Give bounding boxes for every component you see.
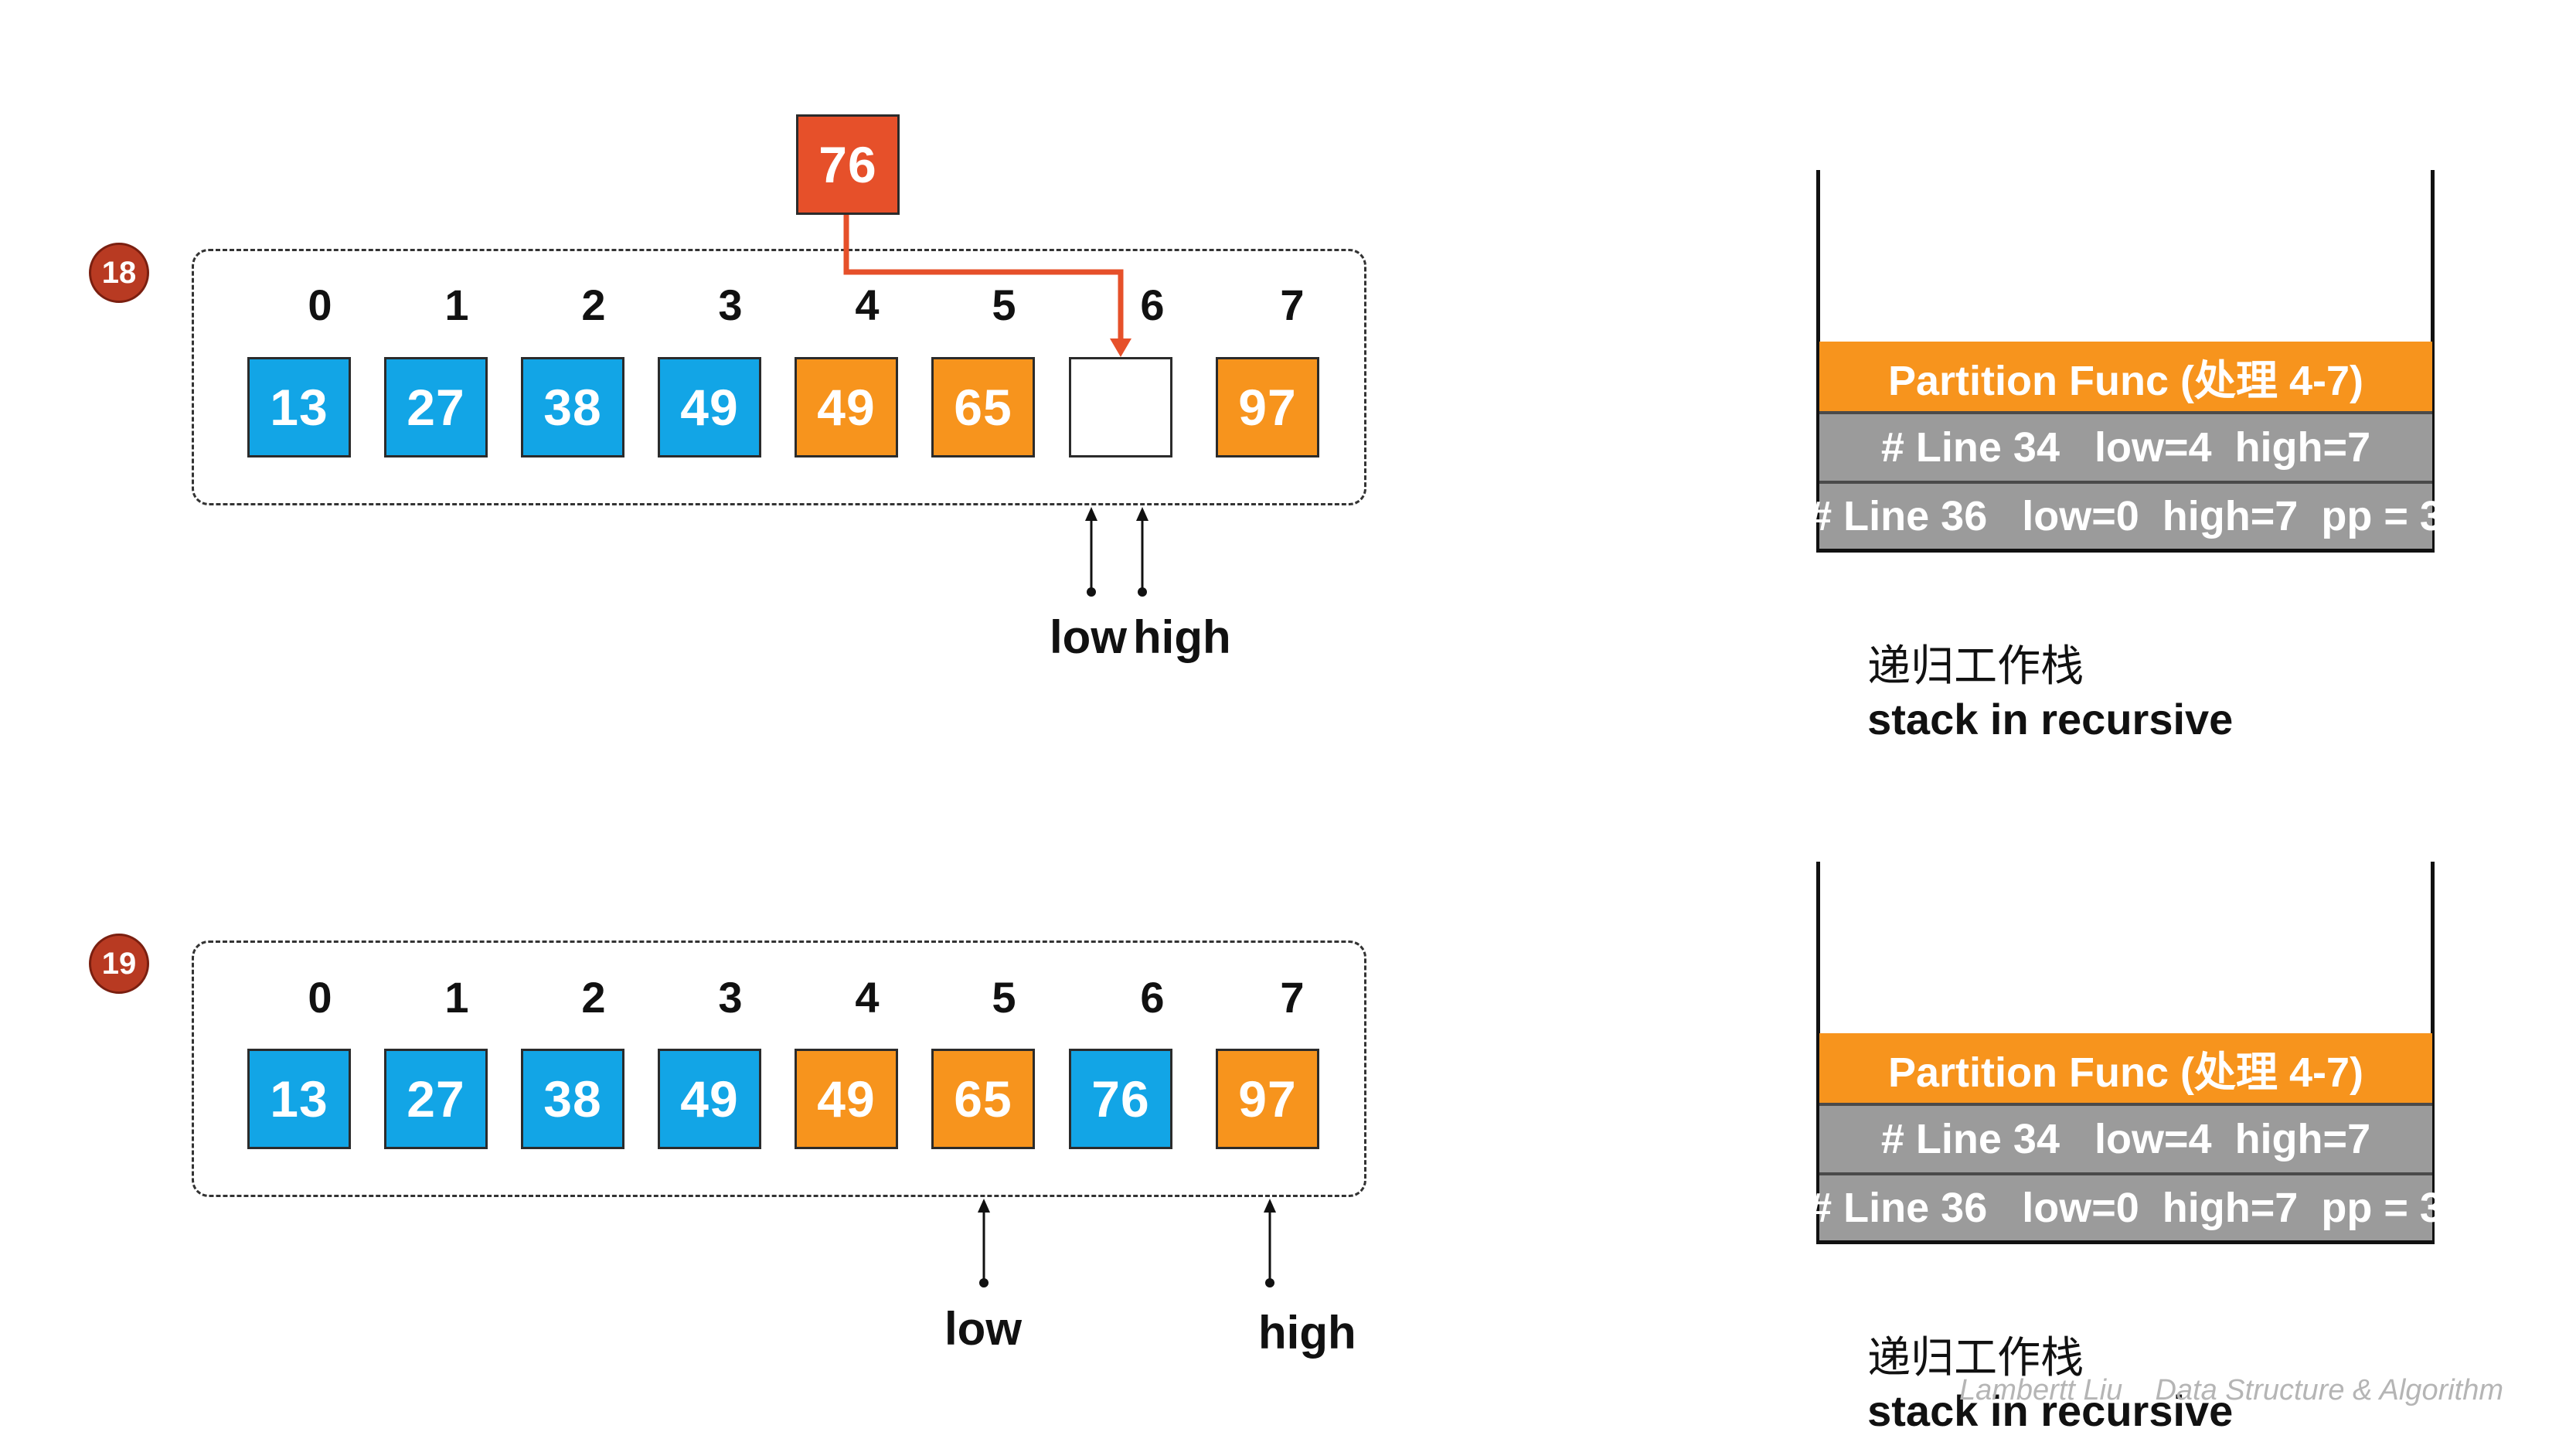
stack-caption-cn: 递归工作栈 (1867, 641, 2084, 692)
array-cell-2: 38 (521, 1049, 624, 1149)
high-pointer-label: high (1133, 611, 1231, 663)
array-frame-19 (192, 940, 1366, 1197)
array-cell-3: 49 (658, 1049, 761, 1149)
index-label: 6 (1140, 973, 1165, 1022)
stack-frame-line34: # Line 34 low=4 high=7 (1819, 1103, 2432, 1172)
array-cell-0: 13 (247, 1049, 351, 1149)
index-label: 7 (1280, 281, 1305, 329)
stack-caption: 递归工作栈 stack in recursive (1843, 1273, 2233, 1436)
array-frame-18 (192, 249, 1366, 505)
array-cell-5: 65 (931, 357, 1035, 457)
stack-wall-left (1816, 170, 1820, 552)
low-pointer-label: low (1050, 611, 1127, 663)
index-label: 4 (855, 281, 880, 329)
array-cell-7: 97 (1216, 357, 1319, 457)
index-label: 6 (1140, 281, 1165, 329)
index-label: 3 (718, 281, 743, 329)
step-badge-18: 18 (89, 243, 149, 303)
index-label: 2 (581, 973, 606, 1022)
stack-frame-partition: Partition Func (处理 4-7) (1819, 342, 2432, 411)
pivot-value-box: 76 (796, 114, 900, 215)
array-cell-3: 49 (658, 357, 761, 457)
footer-credit: Lambertt Liu Data Structure & Algorithm (1959, 1374, 2503, 1407)
stack-wall-right (2431, 170, 2435, 552)
array-cell-0: 13 (247, 357, 351, 457)
array-cell-7: 97 (1216, 1049, 1319, 1149)
array-cell-1: 27 (384, 1049, 488, 1149)
array-cell-6-empty (1069, 357, 1172, 457)
stack-caption: 递归工作栈 stack in recursive (1843, 581, 2233, 744)
array-cell-2: 38 (521, 357, 624, 457)
index-label: 1 (444, 281, 469, 329)
index-label: 0 (308, 281, 332, 329)
array-cell-5: 65 (931, 1049, 1035, 1149)
stack-frame-line36: # Line 36 low=0 high=7 pp = 3 (1809, 1172, 2443, 1240)
high-pointer-label: high (1258, 1307, 1356, 1359)
stack-wall-right (2431, 862, 2435, 1243)
stack-caption-cn: 递归工作栈 (1867, 1333, 2084, 1383)
index-label: 2 (581, 281, 606, 329)
stack-frame-partition: Partition Func (处理 4-7) (1819, 1033, 2432, 1103)
index-label: 4 (855, 973, 880, 1022)
stack-bottom (1816, 549, 2435, 553)
stack-caption-en: stack in recursive (1867, 695, 2234, 743)
index-label: 0 (308, 973, 332, 1022)
stack-wall-left (1816, 862, 1820, 1243)
stack-caption-en: stack in recursive (1867, 1386, 2234, 1435)
index-label: 5 (992, 281, 1016, 329)
footer-subject: Data Structure & Algorithm (2155, 1374, 2504, 1406)
index-label: 3 (718, 973, 743, 1022)
footer-author: Lambertt Liu (1959, 1374, 2123, 1406)
stack-frame-line34: # Line 34 low=4 high=7 (1819, 411, 2432, 481)
low-pointer-label: low (944, 1303, 1022, 1355)
stack-bottom (1816, 1240, 2435, 1244)
array-cell-1: 27 (384, 357, 488, 457)
array-cell-6: 76 (1069, 1049, 1172, 1149)
step-badge-19: 19 (89, 934, 149, 994)
array-cell-4: 49 (795, 1049, 898, 1149)
index-label: 1 (444, 973, 469, 1022)
index-label: 7 (1280, 973, 1305, 1022)
array-cell-4: 49 (795, 357, 898, 457)
index-label: 5 (992, 973, 1016, 1022)
